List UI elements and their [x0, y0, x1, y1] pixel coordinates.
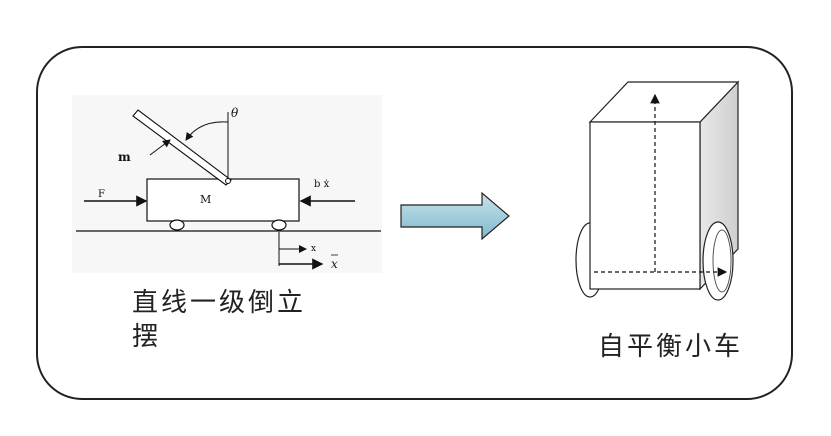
- car-wheel-right: [702, 221, 734, 301]
- self-balancing-car-diagram: [575, 80, 740, 301]
- angle-label: θ: [231, 106, 239, 120]
- cart-wheel-left: [169, 219, 185, 231]
- cart-mass-label: M: [200, 193, 211, 206]
- inverted-pendulum-diagram: m θ F M b ẋ x x: [72, 95, 382, 273]
- diagram-frame: [36, 46, 793, 400]
- force-label: F: [98, 189, 105, 200]
- balancing-car-caption: 自平衡小车: [598, 332, 744, 362]
- mass-label: m: [118, 150, 131, 164]
- car-body-front: [589, 121, 701, 290]
- angle-arc: [185, 121, 229, 141]
- position-axis-label: x: [311, 244, 316, 254]
- inverted-pendulum-caption: 直线一级倒立摆: [132, 288, 307, 352]
- cart-wheel-right: [271, 219, 287, 231]
- pivot-joint: [225, 178, 231, 184]
- friction-label: b ẋ: [314, 179, 330, 190]
- transform-arrow-icon: [400, 191, 510, 241]
- cart-body: [146, 178, 300, 222]
- mass-pointer: [149, 139, 171, 156]
- pendulum-rod: [132, 109, 232, 186]
- car-wheel-right-hub: [712, 229, 732, 293]
- position-variable-label: x: [331, 257, 338, 271]
